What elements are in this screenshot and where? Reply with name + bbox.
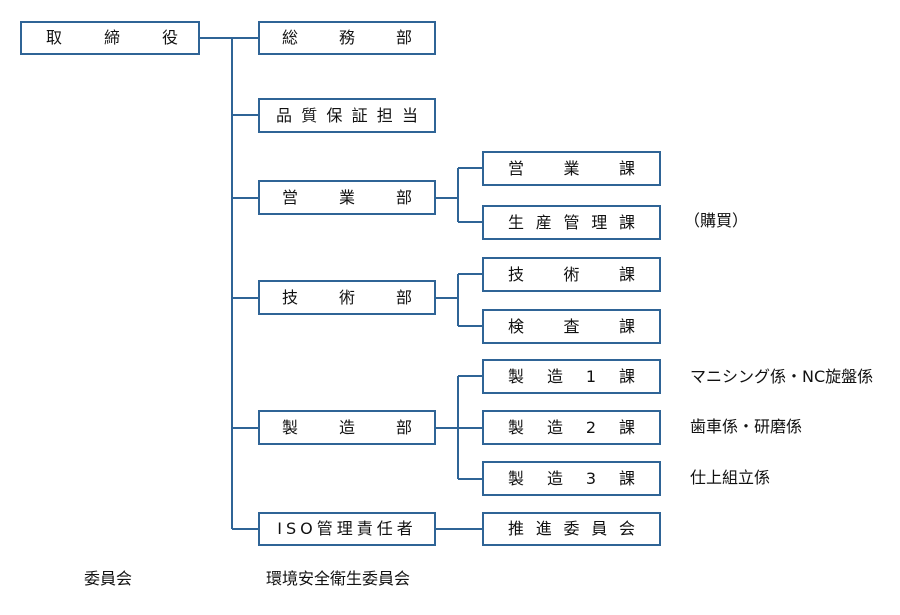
box-somubu: 総務部 [258, 21, 436, 55]
box-iso: ISO管理責任者 [258, 512, 436, 546]
label-hinshitsu: 品質保証担当 [276, 105, 418, 125]
box-kensaka: 検査課 [482, 309, 661, 344]
box-seizobu: 製造部 [258, 410, 436, 445]
label-iso: ISO管理責任者 [277, 519, 417, 538]
label-kensaka: 検査課 [508, 316, 635, 336]
note-seizo2: 歯車係・研磨係 [690, 417, 803, 436]
label-torishimariyaku: 取締役 [46, 28, 178, 47]
note-seizo3: 仕上組立係 [690, 468, 771, 487]
box-eigyoka: 営業課 [482, 151, 661, 186]
box-gijutsubu: 技術部 [258, 280, 436, 315]
box-seisankanrika: 生産管理課 [482, 205, 661, 240]
label-somubu: 総務部 [282, 28, 412, 47]
box-eigyobu: 営業部 [258, 180, 436, 215]
box-suishin: 推進委員会 [482, 512, 661, 546]
label-gijutsubu: 技術部 [282, 287, 412, 307]
label-gijutsuka: 技術課 [508, 264, 635, 284]
note-konyu: （購買） [684, 211, 749, 230]
label-seizobu: 製造部 [282, 417, 412, 437]
label-eigyoka: 営業課 [508, 158, 635, 178]
footer-anzen-eisei: 環境安全衛生委員会 [266, 569, 411, 588]
label-eigyobu: 営業部 [282, 187, 412, 207]
note-seizo1: マニシング係・NC旋盤係 [690, 367, 874, 386]
box-torishimariyaku: 取締役 [20, 21, 200, 55]
label-seisankanrika: 生産管理課 [508, 212, 635, 232]
box-gijutsuka: 技術課 [482, 257, 661, 292]
box-hinshitsu: 品質保証担当 [258, 98, 436, 133]
label-suishin: 推進委員会 [508, 519, 635, 538]
footer-iinkai: 委員会 [84, 569, 133, 588]
